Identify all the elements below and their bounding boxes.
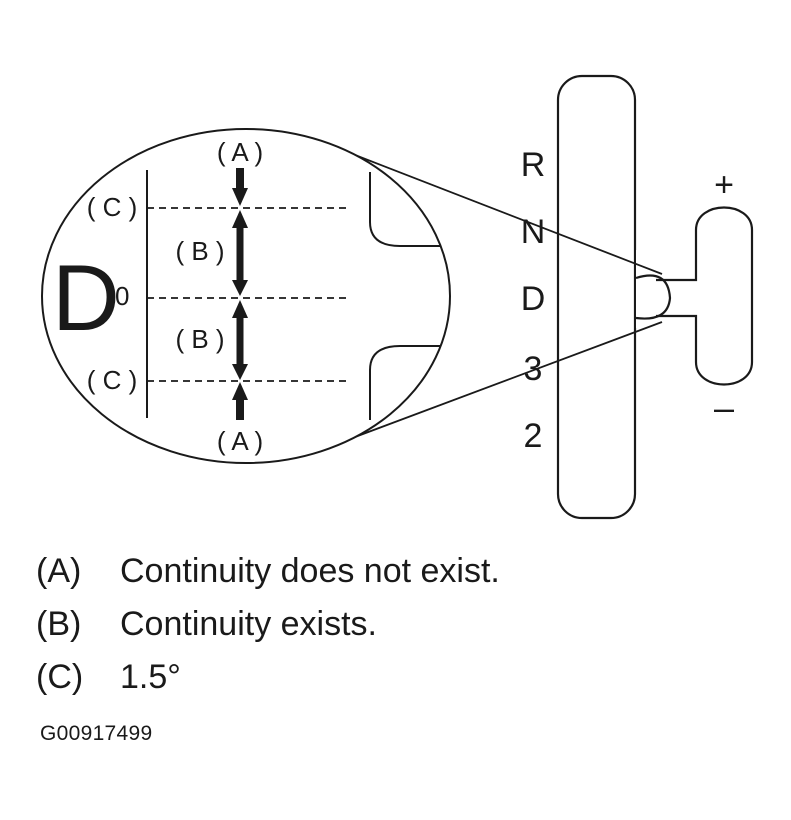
shift-gate-plate — [556, 74, 637, 520]
legend-text: Continuity does not exist. — [120, 552, 500, 590]
minus-sign: – — [714, 387, 734, 428]
shift-position-3: 3 — [524, 350, 543, 388]
legend-row: (B) Continuity exists. — [36, 605, 500, 658]
shift-lever-handle — [656, 206, 754, 386]
legend: (A) Continuity does not exist. (B) Conti… — [36, 552, 500, 711]
label-b-bottom: ( B ) — [175, 324, 224, 354]
legend-row: (A) Continuity does not exist. — [36, 552, 500, 605]
arrow-a-bottom-head — [232, 382, 248, 400]
shift-switch-diagram: ( A ) ( A ) ( C ) ( C ) ( B ) ( B ) D 0 … — [41, 74, 754, 520]
label-a-bottom: ( A ) — [217, 426, 263, 456]
plus-sign: + — [714, 166, 734, 204]
legend-text: 1.5° — [120, 658, 181, 696]
label-b-top: ( B ) — [175, 236, 224, 266]
arrow-b-bottom-head-up — [232, 300, 248, 318]
shift-position-r: R — [521, 146, 546, 184]
shift-position-d: D — [521, 280, 546, 318]
label-a-top: ( A ) — [217, 137, 263, 167]
arrow-a-top-head — [232, 188, 248, 206]
arrow-b-top-head-up — [232, 210, 248, 228]
legend-key: (B) — [36, 605, 82, 643]
shift-position-2: 2 — [524, 417, 543, 455]
zoom-line-top — [354, 154, 663, 275]
legend-text: Continuity exists. — [120, 605, 377, 643]
zero-label: 0 — [115, 281, 129, 311]
shift-position-n: N — [521, 213, 546, 251]
legend-key: (C) — [36, 658, 84, 696]
zoom-ellipse — [41, 128, 451, 464]
notch-profile-bottom — [369, 345, 440, 420]
figure-code: G00917499 — [40, 722, 153, 745]
zoom-line-bottom — [354, 321, 663, 438]
arrow-b-bottom-head-down — [232, 364, 248, 380]
arrow-b-top-head-down — [232, 280, 248, 296]
label-c-bottom: ( C ) — [87, 365, 138, 395]
legend-key: (A) — [36, 552, 82, 590]
big-d-letter: D — [52, 245, 120, 350]
notch-profile-top — [369, 172, 440, 247]
label-c-top: ( C ) — [87, 192, 138, 222]
detent-notch — [635, 274, 672, 320]
legend-row: (C) 1.5° — [36, 658, 500, 711]
